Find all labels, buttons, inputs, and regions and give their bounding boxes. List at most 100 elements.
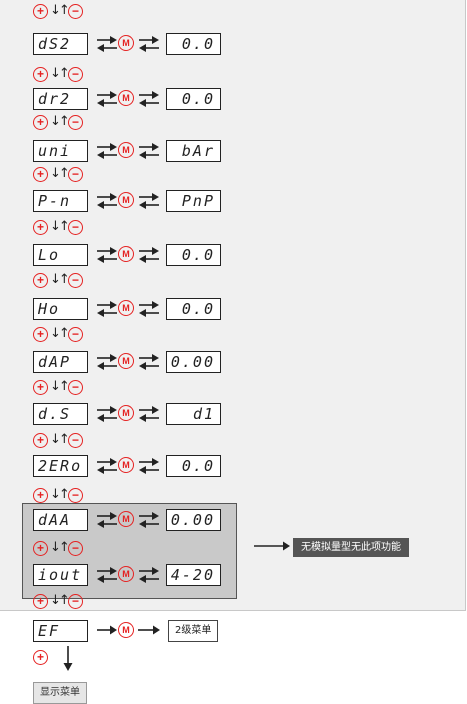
bidirectional-arrow-icon	[139, 36, 159, 52]
parameter-value-display: 0.0	[166, 244, 221, 266]
minus-button-icon[interactable]: −	[68, 380, 83, 395]
bidirectional-arrow-icon	[97, 406, 117, 422]
parameter-code-display: dAA	[33, 509, 88, 531]
bidirectional-arrow-icon	[97, 91, 117, 107]
parameter-value-display: 4-20	[166, 564, 221, 586]
nav-controls: +↓↑−	[33, 379, 93, 396]
ef-right-arrow-icon	[97, 625, 117, 635]
plus-button-icon[interactable]: +	[33, 115, 48, 130]
mode-switch-group: M	[97, 455, 159, 477]
parameter-value-display: 0.00	[166, 351, 221, 373]
bidirectional-arrow-icon	[97, 512, 117, 528]
minus-button-icon[interactable]: −	[68, 488, 83, 503]
mode-switch-group: M	[97, 33, 159, 55]
mode-button[interactable]: M	[118, 246, 134, 262]
mode-button[interactable]: M	[118, 457, 134, 473]
plus-button-icon[interactable]: +	[33, 167, 48, 182]
bidirectional-arrow-icon	[139, 91, 159, 107]
bidirectional-arrow-icon	[139, 406, 159, 422]
minus-button-icon[interactable]: −	[68, 327, 83, 342]
parameter-code-display: dAP	[33, 351, 88, 373]
parameter-code-display: dS2	[33, 33, 88, 55]
mode-switch-group: M	[97, 140, 159, 162]
plus-button-icon[interactable]: +	[33, 488, 48, 503]
nav-controls: +↓↑−	[33, 487, 93, 504]
mode-button[interactable]: M	[118, 192, 134, 208]
bidirectional-arrow-icon	[139, 247, 159, 263]
minus-button-icon[interactable]: −	[68, 433, 83, 448]
mode-button[interactable]: M	[118, 566, 134, 582]
mode-button[interactable]: M	[118, 300, 134, 316]
mode-switch-group: M	[97, 351, 159, 373]
minus-button-icon[interactable]: −	[68, 67, 83, 82]
plus-button-icon[interactable]: +	[33, 650, 48, 665]
bidirectional-arrow-icon	[97, 301, 117, 317]
parameter-value-display: 0.0	[166, 33, 221, 55]
minus-button-icon[interactable]: −	[68, 273, 83, 288]
mode-button[interactable]: M	[118, 90, 134, 106]
nav-controls: +↓↑−	[33, 432, 93, 449]
nav-controls: +↓↑−	[33, 593, 93, 610]
up-down-arrows-icon: ↓↑	[50, 326, 70, 341]
parameter-code-display: uni	[33, 140, 88, 162]
up-down-arrows-icon: ↓↑	[50, 114, 70, 129]
mode-switch-group: M	[97, 564, 159, 586]
nav-controls: +↓↑−	[33, 66, 93, 83]
nav-controls: +↓↑−	[33, 272, 93, 289]
submenu-level2-button[interactable]: 2级菜单	[168, 620, 219, 642]
up-down-arrows-icon: ↓↑	[50, 219, 70, 234]
minus-button-icon[interactable]: −	[68, 115, 83, 130]
parameter-value-display: 0.00	[166, 509, 221, 531]
mode-switch-group: M	[97, 190, 159, 212]
parameter-value-display: bAr	[166, 140, 221, 162]
parameter-code-display: 2ERo	[33, 455, 88, 477]
minus-button-icon[interactable]: −	[68, 541, 83, 556]
nav-controls: +↓↑−	[33, 219, 93, 236]
nav-controls: +↓↑−	[33, 114, 93, 131]
parameter-value-display: 0.0	[166, 298, 221, 320]
mode-switch-group: M	[97, 403, 159, 425]
mode-button[interactable]: M	[118, 405, 134, 421]
minus-button-icon[interactable]: −	[68, 167, 83, 182]
plus-button-icon[interactable]: +	[33, 327, 48, 342]
mode-switch-group: M	[97, 298, 159, 320]
plus-button-icon[interactable]: +	[33, 220, 48, 235]
up-down-arrows-icon: ↓↑	[50, 487, 70, 502]
plus-button-icon[interactable]: +	[33, 433, 48, 448]
plus-button-icon[interactable]: +	[33, 67, 48, 82]
up-down-arrows-icon: ↓↑	[50, 379, 70, 394]
bidirectional-arrow-icon	[139, 301, 159, 317]
bidirectional-arrow-icon	[97, 193, 117, 209]
ef-code-display: EF	[33, 620, 88, 642]
plus-button-icon[interactable]: +	[33, 4, 48, 19]
mode-switch-group: M	[97, 244, 159, 266]
minus-button-icon[interactable]: −	[68, 4, 83, 19]
plus-button-icon[interactable]: +	[33, 273, 48, 288]
mode-button[interactable]: M	[118, 35, 134, 51]
plus-button-icon[interactable]: +	[33, 541, 48, 556]
mode-button[interactable]: M	[118, 142, 134, 158]
bidirectional-arrow-icon	[139, 143, 159, 159]
ef-right-arrow-icon	[138, 625, 160, 635]
display-menu-button[interactable]: 显示菜单	[33, 682, 87, 704]
up-down-arrows-icon: ↓↑	[50, 272, 70, 287]
bidirectional-arrow-icon	[97, 354, 117, 370]
up-down-arrows-icon: ↓↑	[50, 66, 70, 81]
ef-mode-button[interactable]: M	[118, 622, 134, 638]
bidirectional-arrow-icon	[97, 567, 117, 583]
parameter-value-display: d1	[166, 403, 221, 425]
bidirectional-arrow-icon	[139, 354, 159, 370]
parameter-code-display: iout	[33, 564, 88, 586]
bidirectional-arrow-icon	[97, 143, 117, 159]
mode-button[interactable]: M	[118, 511, 134, 527]
mode-button[interactable]: M	[118, 353, 134, 369]
bidirectional-arrow-icon	[97, 247, 117, 263]
minus-button-icon[interactable]: −	[68, 594, 83, 609]
up-down-arrows-icon: ↓↑	[50, 540, 70, 555]
nav-controls: +↓↑−	[33, 166, 93, 183]
parameter-code-display: P-n	[33, 190, 88, 212]
plus-button-icon[interactable]: +	[33, 594, 48, 609]
plus-button-icon[interactable]: +	[33, 380, 48, 395]
minus-button-icon[interactable]: −	[68, 220, 83, 235]
nav-controls: +↓↑−	[33, 326, 93, 343]
